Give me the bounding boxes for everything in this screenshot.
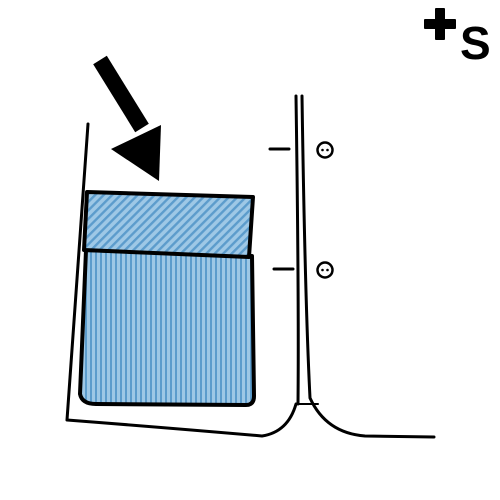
size-badge: S [420, 4, 498, 74]
button-icon [316, 261, 334, 279]
shirt-placket-edge [300, 94, 436, 439]
badge-letter: S [460, 17, 491, 69]
pocket-flap [82, 190, 255, 259]
pocket-body [78, 248, 256, 407]
shirt-outline [65, 122, 298, 438]
plus-icon [424, 8, 456, 40]
arrow-down-right-icon [93, 55, 161, 181]
shirt-placket [294, 94, 300, 406]
button-icon [316, 141, 334, 159]
